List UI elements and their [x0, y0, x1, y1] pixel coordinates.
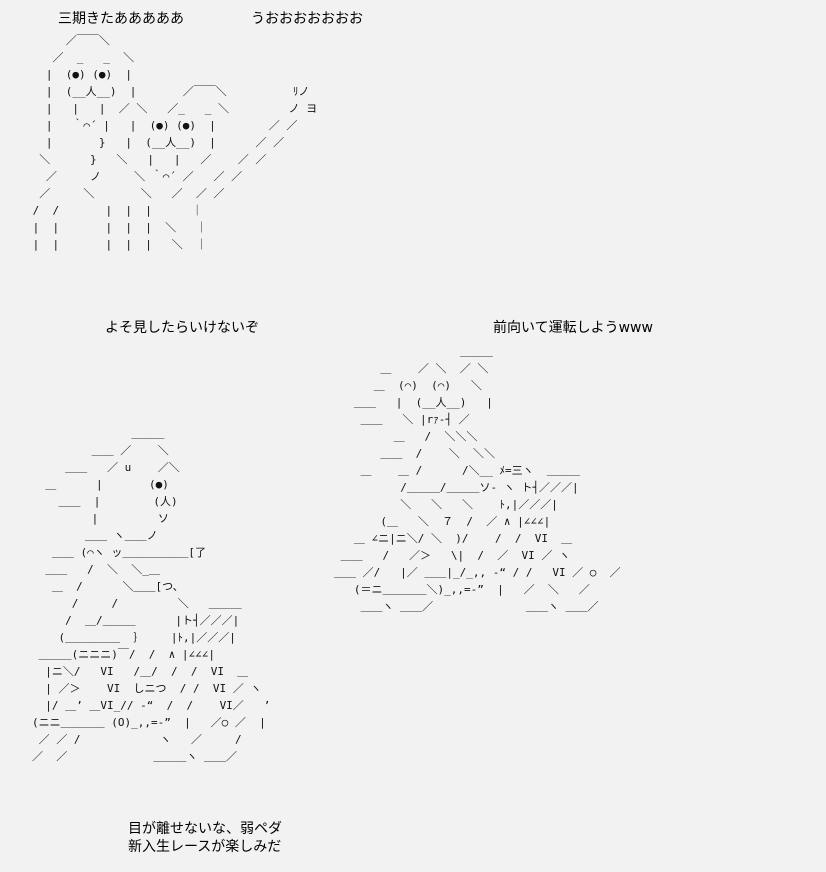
caption-middle-left: よそ見したらいけないぞ — [105, 320, 259, 336]
caption-top-left: 三期きたあああああ — [58, 11, 184, 27]
ascii-art-top-figures: ／￣￣＼ ／ _ _ ＼ | (●) (●) | | (__人__) | ／￣￣… — [32, 34, 318, 251]
caption-bottom-line2: 新入生レースが楽しみだ — [128, 839, 282, 855]
ascii-art-right-scene: ＿＿＿ ＿ ／ ＼ ／ ＼ ＿ (⌒) (⌒) ＼ ＿＿ | (__人__) |… — [334, 345, 621, 613]
ascii-art-left-scene: ＿＿＿ ＿＿ ／ ＼ ＿＿ ／ u ／＼ ＿ | (●) ＿＿ | (人) | … — [32, 427, 271, 763]
caption-middle-right: 前向いて運転しようwww — [493, 320, 653, 336]
caption-top-right: うおおおおおおお — [251, 11, 363, 27]
caption-bottom-line1: 目が離せないな、弱ペダ — [128, 821, 282, 837]
